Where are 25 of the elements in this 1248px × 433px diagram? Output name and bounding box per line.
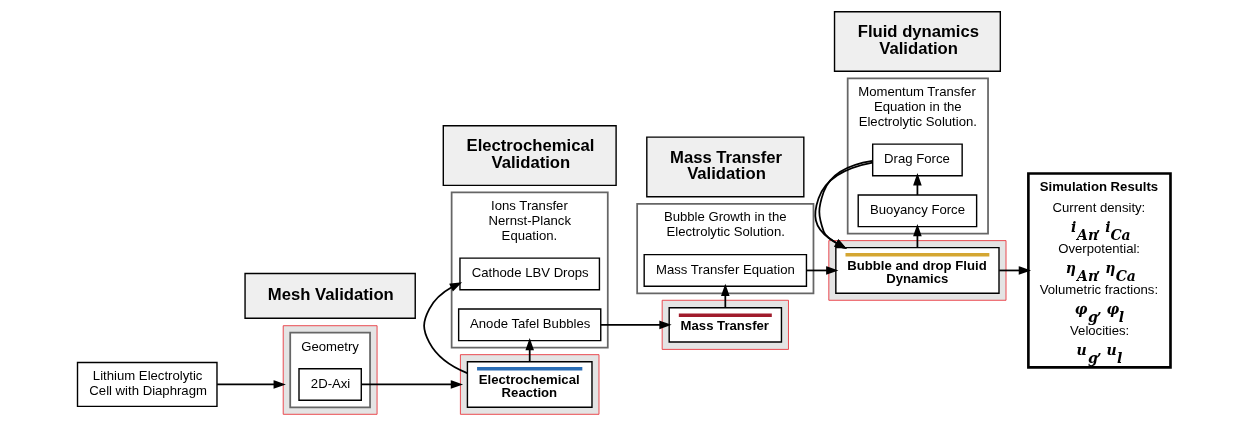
- arrow: [360, 380, 464, 389]
- node-box: Mass Transfer Equation: [643, 253, 808, 287]
- node-box: Mass Transfer: [668, 307, 783, 343]
- arrow: [525, 338, 534, 363]
- arrow: [805, 266, 839, 275]
- node-box: 2D-Axi: [298, 368, 362, 401]
- arrow: [814, 159, 874, 249]
- cluster: [282, 325, 378, 415]
- cluster: [459, 354, 600, 415]
- node-box: Cathode LBV Drops: [459, 257, 601, 291]
- arrow: [216, 380, 286, 389]
- node-box: Fluid dynamics Validation: [833, 11, 1002, 72]
- arrow: [998, 266, 1032, 275]
- node-box: Buoyancy Force: [857, 194, 978, 228]
- node-box: Drag Force: [871, 143, 963, 177]
- arrow: [423, 282, 469, 374]
- arrow: [721, 283, 730, 309]
- node-box: Bubble and drop Fluid Dynamics: [835, 246, 1000, 294]
- node-box: Mesh Validation: [244, 272, 416, 319]
- arrow: [599, 320, 672, 330]
- node-box: Anode Tafel Bubbles: [457, 308, 602, 342]
- node-box: Mass Transfer Validation: [646, 136, 805, 198]
- node-box: Lithium Electrolytic Cell with Diaphragm: [76, 361, 218, 408]
- node-box: Electrochemical Validation: [442, 125, 617, 187]
- node-box: Electrochemical Reaction: [466, 361, 593, 408]
